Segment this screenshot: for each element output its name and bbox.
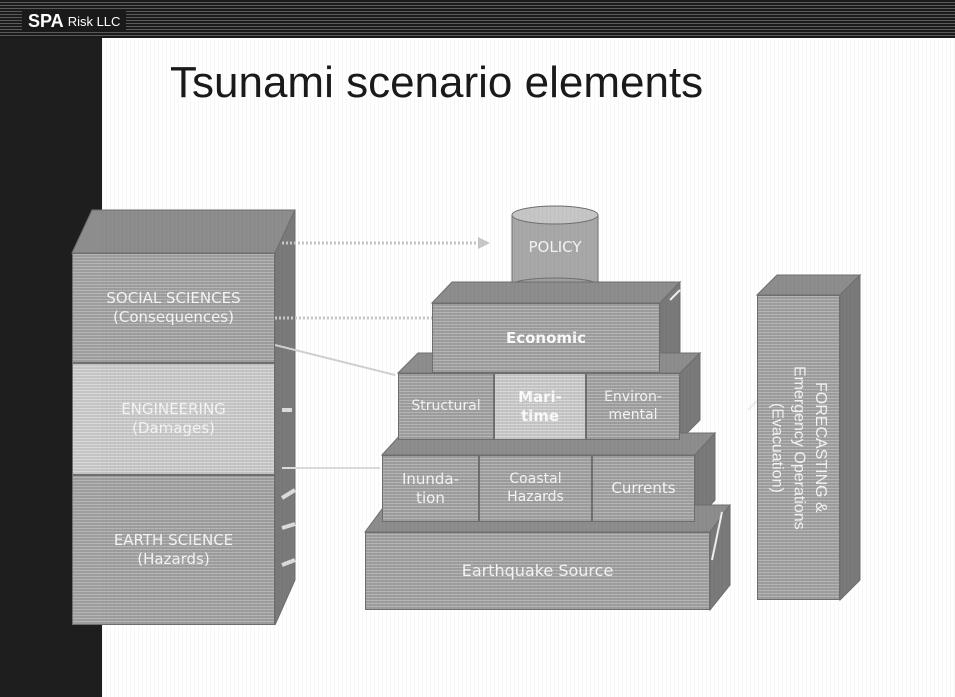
brand-logo: SPA Risk LLC <box>22 10 127 32</box>
block-line2: Hazards <box>507 488 564 505</box>
block-line1: Currents <box>611 479 676 498</box>
block-social-sciences: SOCIAL SCIENCES (Consequences) <box>72 253 275 363</box>
block-environmental: Environ- mental <box>586 373 680 440</box>
tick-3 <box>281 522 296 530</box>
forecasting-line1: FORECASTING & <box>811 382 829 513</box>
left-stack-top <box>71 209 296 254</box>
economic-top <box>430 281 682 304</box>
block-engineering: ENGINEERING (Damages) <box>72 363 275 475</box>
arrow-right <box>747 399 759 411</box>
base-label: Earthquake Source <box>461 561 614 580</box>
brand-rest: Risk LLC <box>67 13 121 29</box>
block-line1: Mari- <box>518 387 562 406</box>
forecasting-line2: Emergency Operations <box>790 365 808 530</box>
block-line2: (Hazards) <box>137 550 210 568</box>
block-line1: Inunda- <box>401 469 460 488</box>
policy-label: POLICY <box>528 238 582 256</box>
block-economic: Economic <box>432 303 660 373</box>
block-forecasting: FORECASTING & Emergency Operations (Evac… <box>757 295 840 600</box>
block-line1: Structural <box>411 397 481 414</box>
tick-2 <box>280 488 297 500</box>
slide-title: Tsunami scenario elements <box>170 58 704 107</box>
right-column-side <box>839 273 861 602</box>
row4-side <box>694 431 716 524</box>
arrow-to-structural <box>274 344 396 376</box>
block-earthquake-source: Earthquake Source <box>365 532 710 610</box>
block-line2: (Damages) <box>132 419 215 437</box>
economic-label: Economic <box>505 328 587 347</box>
forecasting-line3: (Evacuation) <box>768 402 786 493</box>
policy-cylinder-body <box>511 214 599 286</box>
economic-side <box>659 280 681 375</box>
row3-side <box>679 351 701 442</box>
block-maritime: Mari- time <box>494 373 586 440</box>
block-structural: Structural <box>398 373 494 440</box>
block-line1: EARTH SCIENCE <box>113 531 234 550</box>
block-line1: ENGINEERING <box>121 400 226 419</box>
arrow-head-policy <box>478 237 490 249</box>
block-inundation: Inunda- tion <box>382 455 479 522</box>
left-stack-side <box>274 209 296 626</box>
block-line1: SOCIAL SCIENCES <box>106 289 241 308</box>
block-line1: Environ- <box>604 389 662 405</box>
block-currents: Currents <box>592 455 695 522</box>
block-earth-science: EARTH SCIENCE (Hazards) <box>72 475 275 625</box>
block-line2: time <box>520 406 560 425</box>
tick-4 <box>281 558 296 567</box>
arrow-base <box>711 511 723 561</box>
header-bar <box>0 0 955 38</box>
block-coastal-hazards: Coastal Hazards <box>479 455 592 522</box>
block-line1: Coastal <box>509 471 562 487</box>
block-line2: mental <box>608 406 658 423</box>
policy-cylinder-top <box>511 205 599 225</box>
brand-bold: SPA <box>28 10 64 31</box>
block-line2: (Consequences) <box>113 308 234 326</box>
base-side <box>709 503 731 612</box>
arrow-economic <box>669 289 681 301</box>
forecasting-text: FORECASTING & Emergency Operations (Evac… <box>766 366 831 530</box>
block-line2: tion <box>416 488 445 507</box>
